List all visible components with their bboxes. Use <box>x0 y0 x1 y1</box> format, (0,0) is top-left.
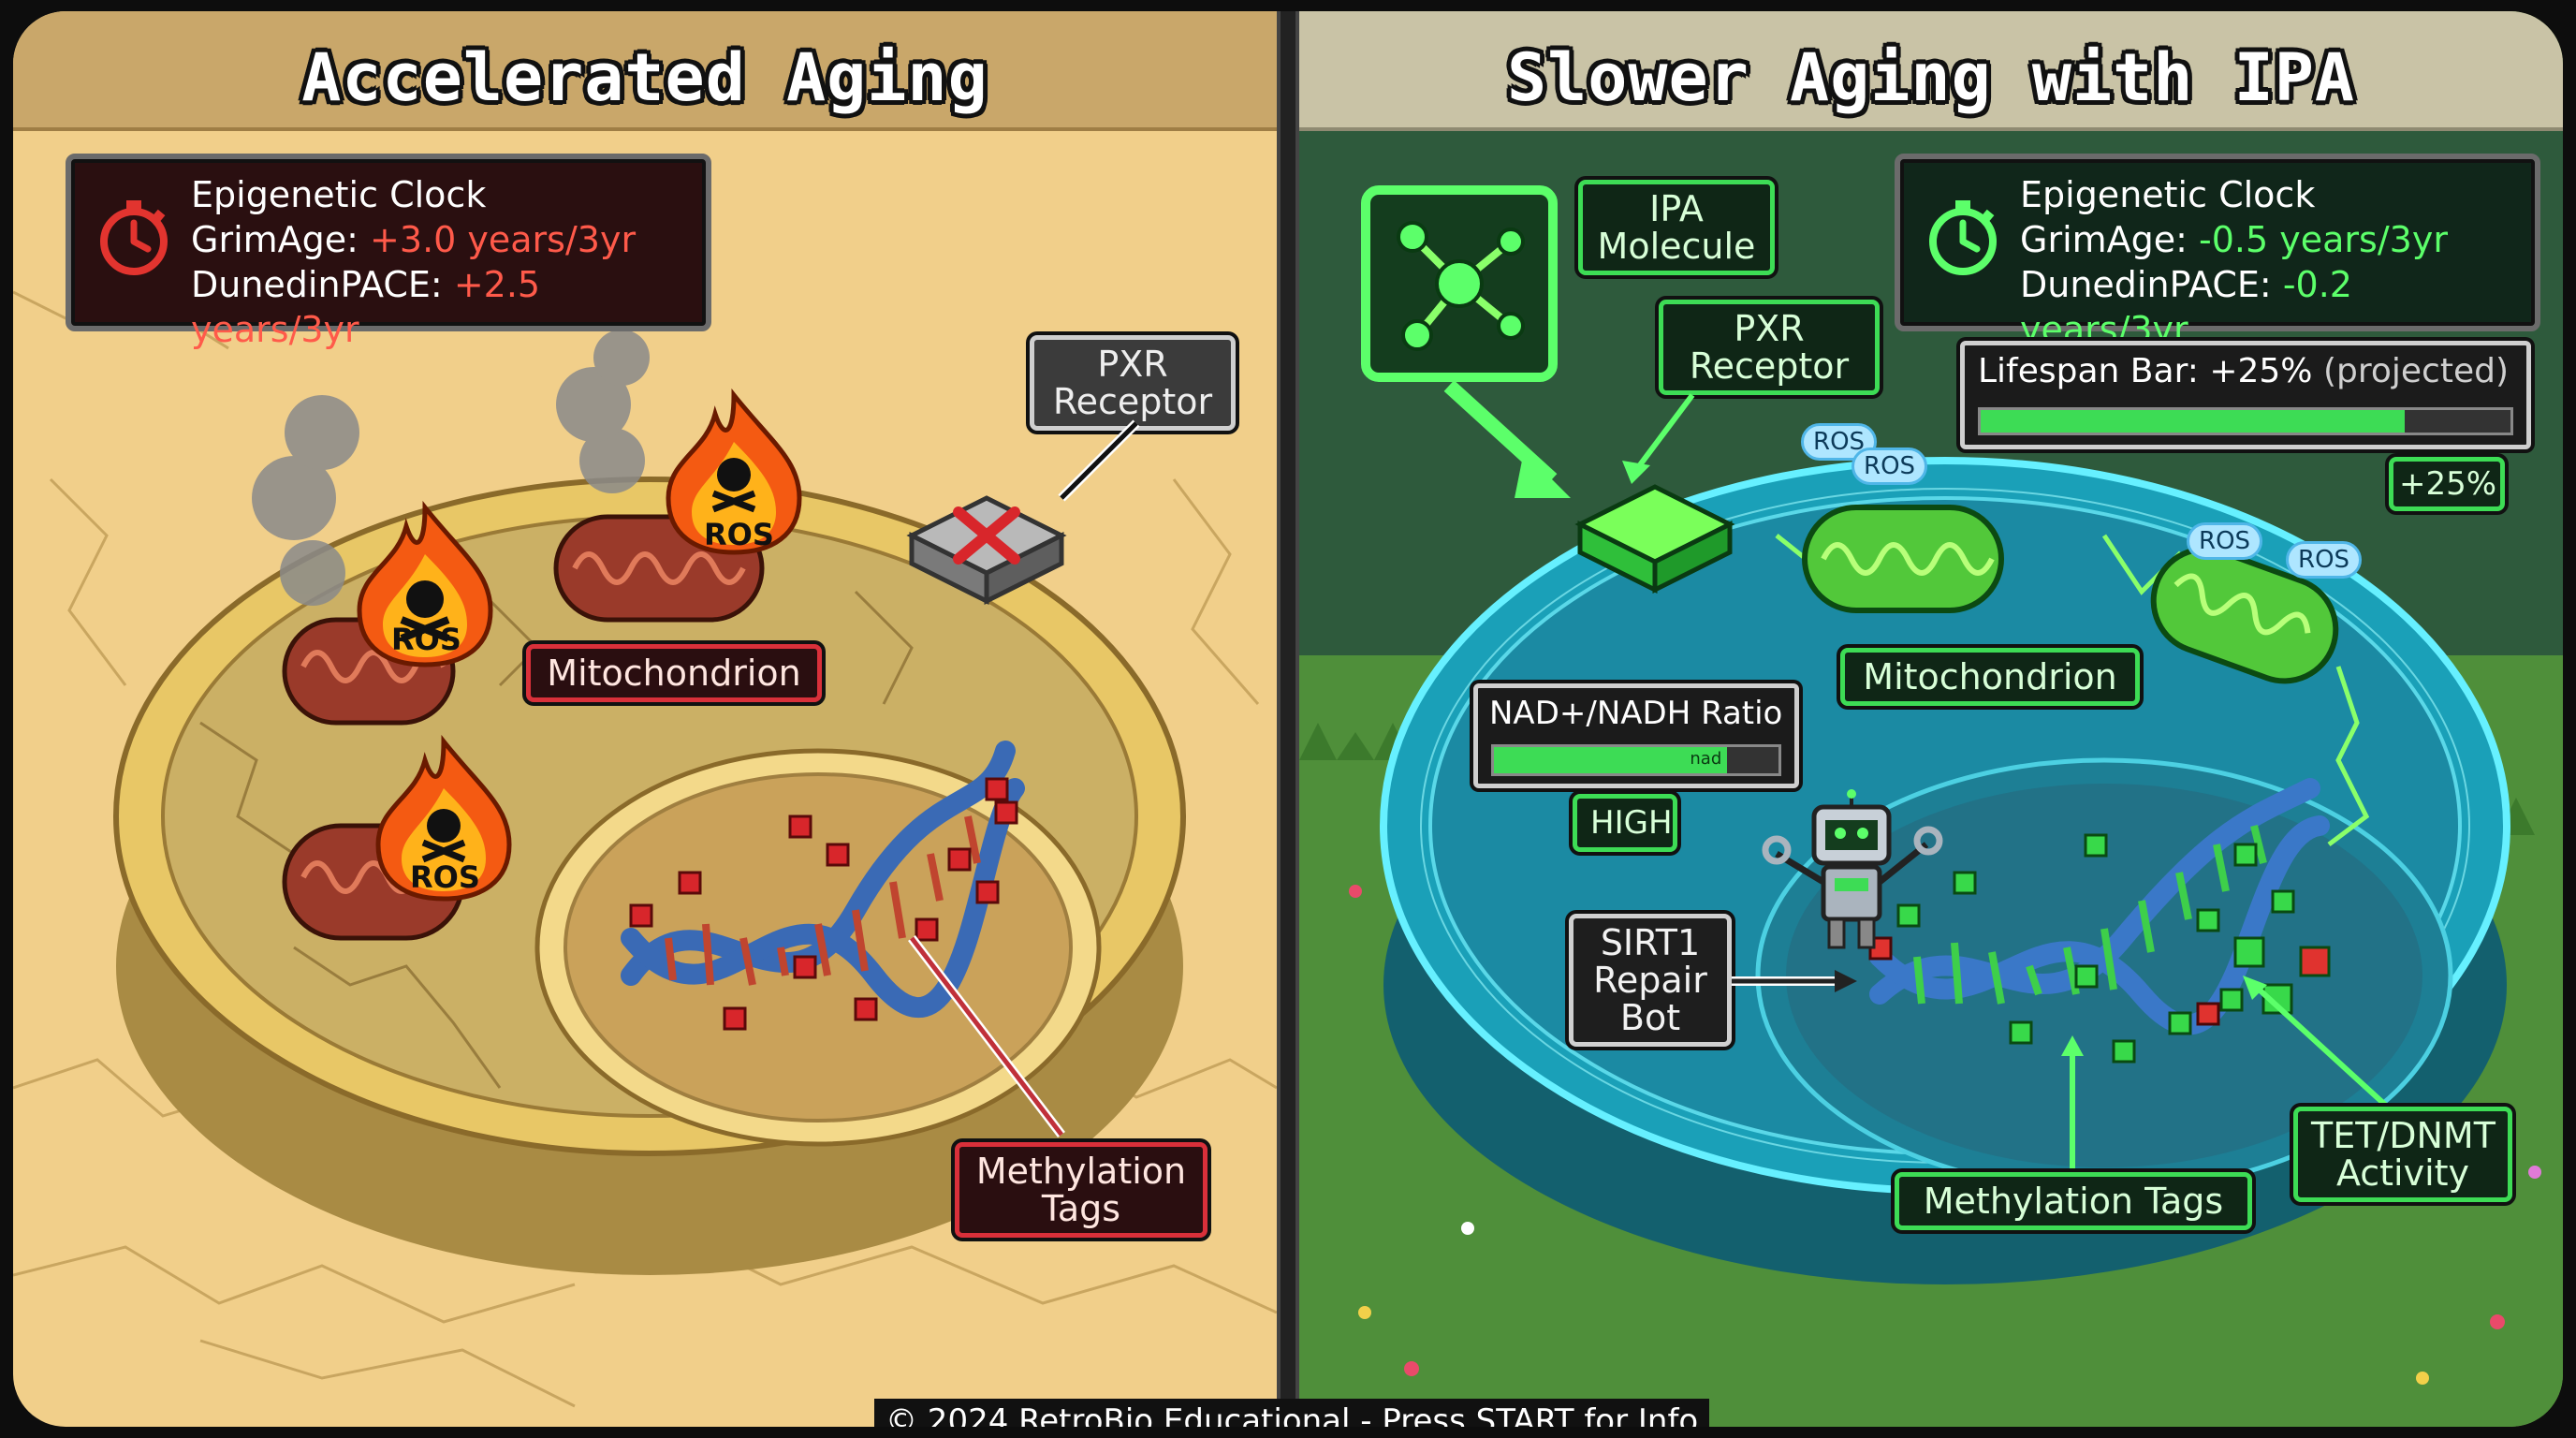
lifespan-bar-panel: Lifespan Bar: +25% (projected) <box>1960 341 2531 449</box>
ros-fire-icon-2 <box>666 388 802 555</box>
ros-label-2: ROS <box>704 517 774 552</box>
mitochondrion-label-left: Mitochondrion <box>526 644 822 702</box>
clock-heading-right: Epigenetic Clock <box>2020 174 2316 215</box>
left-header-bar: Accelerated Aging <box>13 11 1277 131</box>
pxr-receptor-blocked-icon <box>906 495 1067 606</box>
stopwatch-icon <box>1929 200 1997 275</box>
lifespan-heading: Lifespan Bar: +25% (projected) <box>1978 351 2509 392</box>
methylation-pointer-left <box>908 934 1065 1138</box>
ros-label-1: ROS <box>391 622 461 657</box>
mitochondrion-healthy-2 <box>2150 546 2339 684</box>
lifespan-label: Lifespan Bar: <box>1978 352 2199 390</box>
ros-bubble-1: ROS <box>1801 423 1878 461</box>
sirt1-pointer <box>1732 970 1857 992</box>
pxr-receptor-label-right: PXR Receptor <box>1659 300 1880 395</box>
grimage-label-left: GrimAge: <box>191 219 359 260</box>
cracked-ground-texture <box>13 290 1277 1408</box>
pxr-pointer-left <box>1058 419 1140 502</box>
ipa-molecule-icon <box>1361 185 1558 382</box>
ros-bubble-4: ROS <box>2286 541 2363 579</box>
nad-ratio-bar-track: nad <box>1491 744 1781 776</box>
panel-divider <box>1277 11 1299 1427</box>
left-panel-accelerated: Accelerated Aging <box>13 11 1277 1427</box>
nad-ratio-bar-text: nad <box>1690 749 1722 769</box>
sirt1-robot-icon <box>1762 789 1943 949</box>
dna-helix-right <box>1868 778 2331 1064</box>
right-header-bar: Slower Aging with IPA <box>1299 11 2563 131</box>
dunedin-label-left: DunedinPACE: <box>191 264 443 305</box>
mitochondria-healthy <box>1802 505 2339 684</box>
right-panel-slower: Slower Aging with IPA <box>1299 11 2563 1427</box>
methylation-tags-label-left: Methylation Tags <box>955 1142 1208 1238</box>
game-screen: Accelerated Aging <box>13 11 2563 1427</box>
nad-ratio-status: HIGH <box>1573 794 1677 852</box>
ros-fire-icon-1 <box>357 500 493 668</box>
ipa-molecule-label: IPA Molecule <box>1578 180 1775 275</box>
pxr-receptor-label-left: PXR Receptor <box>1030 335 1236 431</box>
pxr-receptor-active-icon <box>1574 484 1735 594</box>
lifespan-bar-fill <box>1981 410 2405 433</box>
lifespan-value: +25% <box>2209 352 2313 390</box>
dunedin-row-left: DunedinPACE: +2.5 years/3yr <box>191 262 689 352</box>
grimage-label-right: GrimAge: <box>2020 219 2188 260</box>
nad-ratio-label: NAD+/NADH Ratio <box>1489 695 1783 732</box>
sirt1-label: SIRT1 Repair Bot <box>1569 914 1732 1047</box>
ros-label-3: ROS <box>410 859 480 895</box>
grimage-value-left: +3.0 years/3yr <box>370 219 637 260</box>
lifespan-badge: +25% <box>2389 457 2505 511</box>
dna-helix-left <box>621 741 1025 1031</box>
grimage-row-right: GrimAge: -0.5 years/3yr <box>2020 217 2518 262</box>
methylation-tags-label-right: Methylation Tags <box>1895 1172 2252 1230</box>
right-title: Slower Aging with IPA <box>1506 39 2355 116</box>
epigenetic-clock-hud-left: Epigenetic Clock GrimAge: +3.0 years/3yr… <box>66 154 711 350</box>
nad-ratio-panel: NAD+/NADH Ratio nad <box>1473 683 1799 788</box>
nad-ratio-bar-fill: nad <box>1494 747 1728 773</box>
ros-bubble-3: ROS <box>2187 522 2263 560</box>
lifespan-bar-track <box>1978 407 2513 435</box>
tet-dnmt-label: TET/DNMT Activity <box>2293 1107 2512 1202</box>
grimage-row-left: GrimAge: +3.0 years/3yr <box>191 217 689 262</box>
ipa-to-pxr-arrows <box>1443 380 1695 498</box>
dunedin-value-left: +2.5 years/3yr <box>191 264 541 350</box>
left-title: Accelerated Aging <box>301 39 988 116</box>
ros-fire-icon-3 <box>375 734 512 902</box>
methylation-pointer-right <box>2061 1035 2084 1172</box>
footer-credit[interactable]: © 2024 RetroBio Educational - Press STAR… <box>874 1399 1710 1427</box>
dunedin-label-right: DunedinPACE: <box>2020 264 2272 305</box>
lifespan-note: (projected) <box>2322 352 2510 390</box>
tet-dnmt-pointer <box>2243 976 2388 1108</box>
mitochondrion-healthy-1 <box>1802 505 2004 613</box>
mitochondrion-label-right: Mitochondrion <box>1840 648 2140 706</box>
clock-heading-left: Epigenetic Clock <box>191 174 487 215</box>
ros-bubble-2: ROS <box>1852 448 1928 485</box>
grimage-value-right: -0.5 years/3yr <box>2199 219 2448 260</box>
stopwatch-icon <box>100 200 168 275</box>
